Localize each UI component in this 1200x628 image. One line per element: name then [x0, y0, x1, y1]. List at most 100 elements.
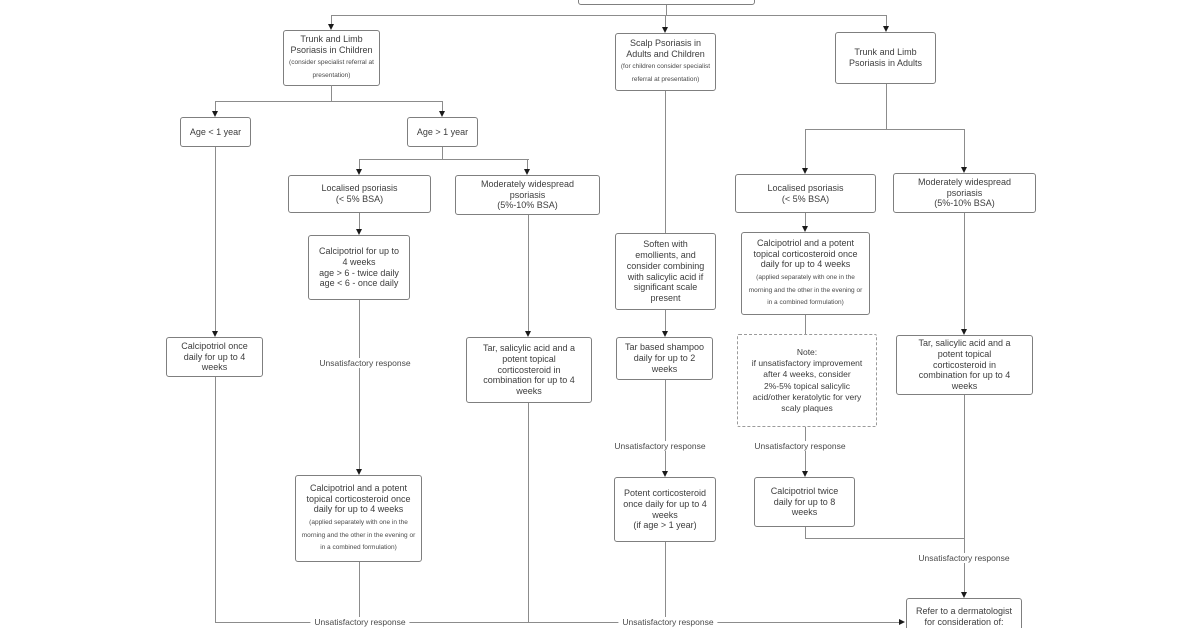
connector-line: [805, 315, 806, 334]
connector-line: [964, 213, 965, 329]
flow-arrowhead-icon: [524, 331, 531, 337]
connector-line: [805, 538, 965, 539]
flow-arrowhead-icon: [661, 471, 668, 477]
connector-line: [964, 129, 965, 167]
connector-line: [805, 527, 806, 539]
node-root-cutoff: [578, 0, 755, 5]
flow-arrowhead-icon: [438, 111, 445, 117]
connector-line: [886, 84, 887, 129]
connector-line: [805, 129, 806, 168]
connector-line: [528, 403, 529, 623]
flow-arrowhead-icon: [355, 469, 362, 475]
flow-arrowhead-icon: [523, 169, 530, 175]
node-title: Calcipotriol twice daily for up to 8 wee…: [770, 485, 839, 518]
connector-line: [665, 15, 666, 28]
flow-arrowhead-icon: [882, 26, 889, 32]
connector-line: [665, 542, 666, 623]
label-unsatisfactory-response: Unsatisfactory response: [610, 441, 710, 451]
connector-line: [215, 377, 216, 623]
flow-arrowhead-icon: [801, 471, 808, 477]
connector-line: [359, 300, 360, 469]
connector-line: [359, 562, 360, 623]
node-title: Trunk and Limb Psoriasis in Children: [290, 33, 373, 55]
flow-arrowhead-icon: [960, 167, 967, 173]
node-note: (applied separately with one in the morn…: [748, 274, 863, 306]
node-potent-corticosteroid: Potent corticosteroid once daily for up …: [614, 477, 716, 542]
node-adult-tar-combo: Tar, salicylic acid and a potent topical…: [896, 335, 1033, 395]
flow-arrowhead-icon: [211, 331, 218, 337]
label-unsatisfactory-response: Unsatisfactory response: [310, 617, 410, 627]
connector-line: [359, 213, 360, 229]
connector-line: [886, 15, 887, 27]
node-title: Refer to a dermatologist for considerati…: [915, 606, 1013, 627]
connector-line: [442, 147, 443, 159]
node-note: (for children consider specialist referr…: [620, 63, 711, 83]
flow-arrowhead-icon: [661, 331, 668, 337]
flow-arrowhead-icon: [960, 592, 967, 598]
node-refer-dermatologist: Refer to a dermatologist for considerati…: [906, 598, 1022, 628]
connector-line: [331, 15, 332, 25]
connector-line: [665, 310, 666, 331]
node-calcipotriol-twice-daily: Calcipotriol twice daily for up to 8 wee…: [754, 477, 855, 527]
node-title: Moderately widespread psoriasis (5%-10% …: [480, 178, 575, 211]
connector-line: [442, 101, 443, 111]
flow-arrowhead-icon: [801, 168, 808, 174]
node-trunk-limb-adults: Trunk and Limb Psoriasis in Adults: [835, 32, 936, 84]
label-unsatisfactory-response: Unsatisfactory response: [750, 441, 850, 451]
label-unsatisfactory-response: Unsatisfactory response: [618, 617, 718, 627]
node-title: Moderately widespread psoriasis (5%-10% …: [917, 176, 1012, 209]
connector-line: [665, 380, 666, 471]
node-title: Age > 1 year: [416, 126, 469, 137]
node-tar-shampoo: Tar based shampoo daily for up to 2 week…: [616, 337, 713, 380]
node-salicylic-note: Note: if unsatisfactory improvement afte…: [737, 334, 877, 427]
node-title: Tar, salicylic acid and a potent topical…: [918, 338, 1011, 392]
node-title: Localised psoriasis (< 5% BSA): [767, 182, 844, 204]
connector-line: [665, 91, 666, 233]
node-adult-localised: Localised psoriasis (< 5% BSA): [735, 174, 876, 213]
flow-arrowhead-icon: [899, 618, 905, 625]
connector-line: [215, 147, 216, 331]
node-note: (consider specialist referral at present…: [289, 59, 374, 79]
flow-arrowhead-icon: [327, 24, 334, 30]
flow-arrowhead-icon: [801, 226, 808, 232]
node-adult-calcipotriol-potent: Calcipotriol and a potent topical cortic…: [741, 232, 870, 315]
node-child-localised: Localised psoriasis (< 5% BSA): [288, 175, 431, 213]
node-child-calcipotriol-potent: Calcipotriol and a potent topical cortic…: [295, 475, 422, 562]
node-title: Soften with emollients, and consider com…: [626, 239, 705, 304]
node-title: Age < 1 year: [189, 126, 242, 137]
connector-line: [527, 159, 528, 169]
connector-line: [359, 159, 360, 169]
connector-line: [528, 215, 529, 331]
connector-line: [331, 15, 887, 16]
node-soften-emollients: Soften with emollients, and consider com…: [615, 233, 716, 310]
node-scalp-psoriasis: Scalp Psoriasis in Adults and Children (…: [615, 33, 716, 91]
node-title: Scalp Psoriasis in Adults and Children: [626, 37, 705, 59]
label-unsatisfactory-response: Unsatisfactory response: [315, 358, 415, 368]
node-child-tar-combo: Tar, salicylic acid and a potent topical…: [466, 337, 592, 403]
connector-line: [359, 159, 529, 160]
connector-line: [805, 213, 806, 226]
node-title: Tar based shampoo daily for up to 2 week…: [624, 342, 705, 374]
node-age-under-1: Age < 1 year: [180, 117, 251, 147]
connector-line: [215, 622, 900, 623]
node-age-over-1: Age > 1 year: [407, 117, 478, 147]
flow-arrowhead-icon: [661, 27, 668, 33]
connector-line: [331, 85, 332, 101]
node-adult-moderate: Moderately widespread psoriasis (5%-10% …: [893, 173, 1036, 213]
node-title: Calcipotriol and a potent topical cortic…: [306, 482, 411, 515]
node-title: Trunk and Limb Psoriasis in Adults: [848, 47, 923, 68]
flow-arrowhead-icon: [355, 229, 362, 235]
node-title: Calcipotriol and a potent topical cortic…: [753, 237, 858, 270]
flow-arrowhead-icon: [355, 169, 362, 175]
node-calcipotriol-once-daily: Calcipotriol once daily for up to 4 week…: [166, 337, 263, 377]
node-title: Potent corticosteroid once daily for up …: [623, 487, 707, 531]
connector-line: [964, 395, 965, 592]
flow-arrowhead-icon: [960, 329, 967, 335]
connector-line: [215, 101, 443, 102]
node-title: Calcipotriol once daily for up to 4 week…: [181, 340, 248, 373]
label-unsatisfactory-response: Unsatisfactory response: [914, 553, 1014, 563]
node-title: Localised psoriasis (< 5% BSA): [321, 183, 398, 204]
connector-line: [805, 129, 965, 130]
connector-line: [666, 5, 667, 15]
